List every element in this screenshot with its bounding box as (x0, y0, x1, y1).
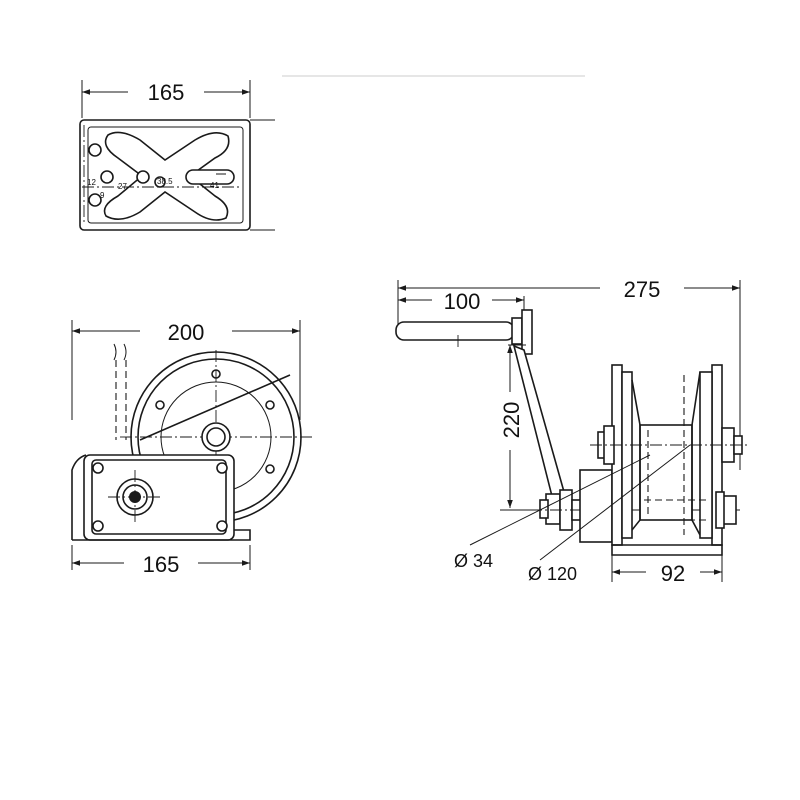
mounting-hole (136, 170, 150, 184)
crank-height-dimension: 220 (499, 402, 524, 439)
flange-bolt (155, 400, 165, 410)
mounting-hole (88, 193, 102, 207)
front-view: 200 (71, 320, 312, 577)
handle-length-dimension: 100 (444, 289, 481, 314)
drum-diameter-dimension: Ø 120 (528, 564, 577, 584)
housing-screw (216, 520, 228, 532)
housing-screw (216, 462, 228, 474)
base-depth-dimension: 92 (661, 561, 685, 586)
shaft-diameter-dimension: Ø 34 (454, 551, 493, 571)
hole-label-27: 27 (118, 182, 127, 191)
side-view: 275 100 220 (395, 277, 748, 586)
gearbox-side (579, 469, 613, 543)
hole-label-41: 41 (210, 181, 219, 190)
mounting-plate (79, 119, 251, 231)
flange-bolt (265, 464, 275, 474)
x-cutout (103, 131, 230, 221)
drum-hub (201, 422, 231, 452)
top-view: 165 12 27 38.5 41 9 (79, 75, 585, 231)
hole-label-12: 12 (87, 178, 96, 187)
flange-bolt (265, 400, 275, 410)
mounting-hole (100, 170, 114, 184)
mounting-hole (154, 176, 166, 188)
overall-width-dimension: 275 (624, 277, 661, 302)
housing-screw (92, 520, 104, 532)
top-width-dimension: 165 (148, 80, 185, 105)
drum-body (639, 424, 693, 521)
drum-width-dimension: 200 (168, 320, 205, 345)
mounting-hole (88, 143, 102, 157)
base-width-dimension: 165 (143, 552, 180, 577)
housing-screw (92, 462, 104, 474)
hole-label-38-5: 38.5 (157, 177, 173, 186)
gearbox-housing (83, 454, 235, 541)
hole-label-9: 9 (100, 191, 105, 200)
crank-handle-grip (395, 321, 515, 341)
